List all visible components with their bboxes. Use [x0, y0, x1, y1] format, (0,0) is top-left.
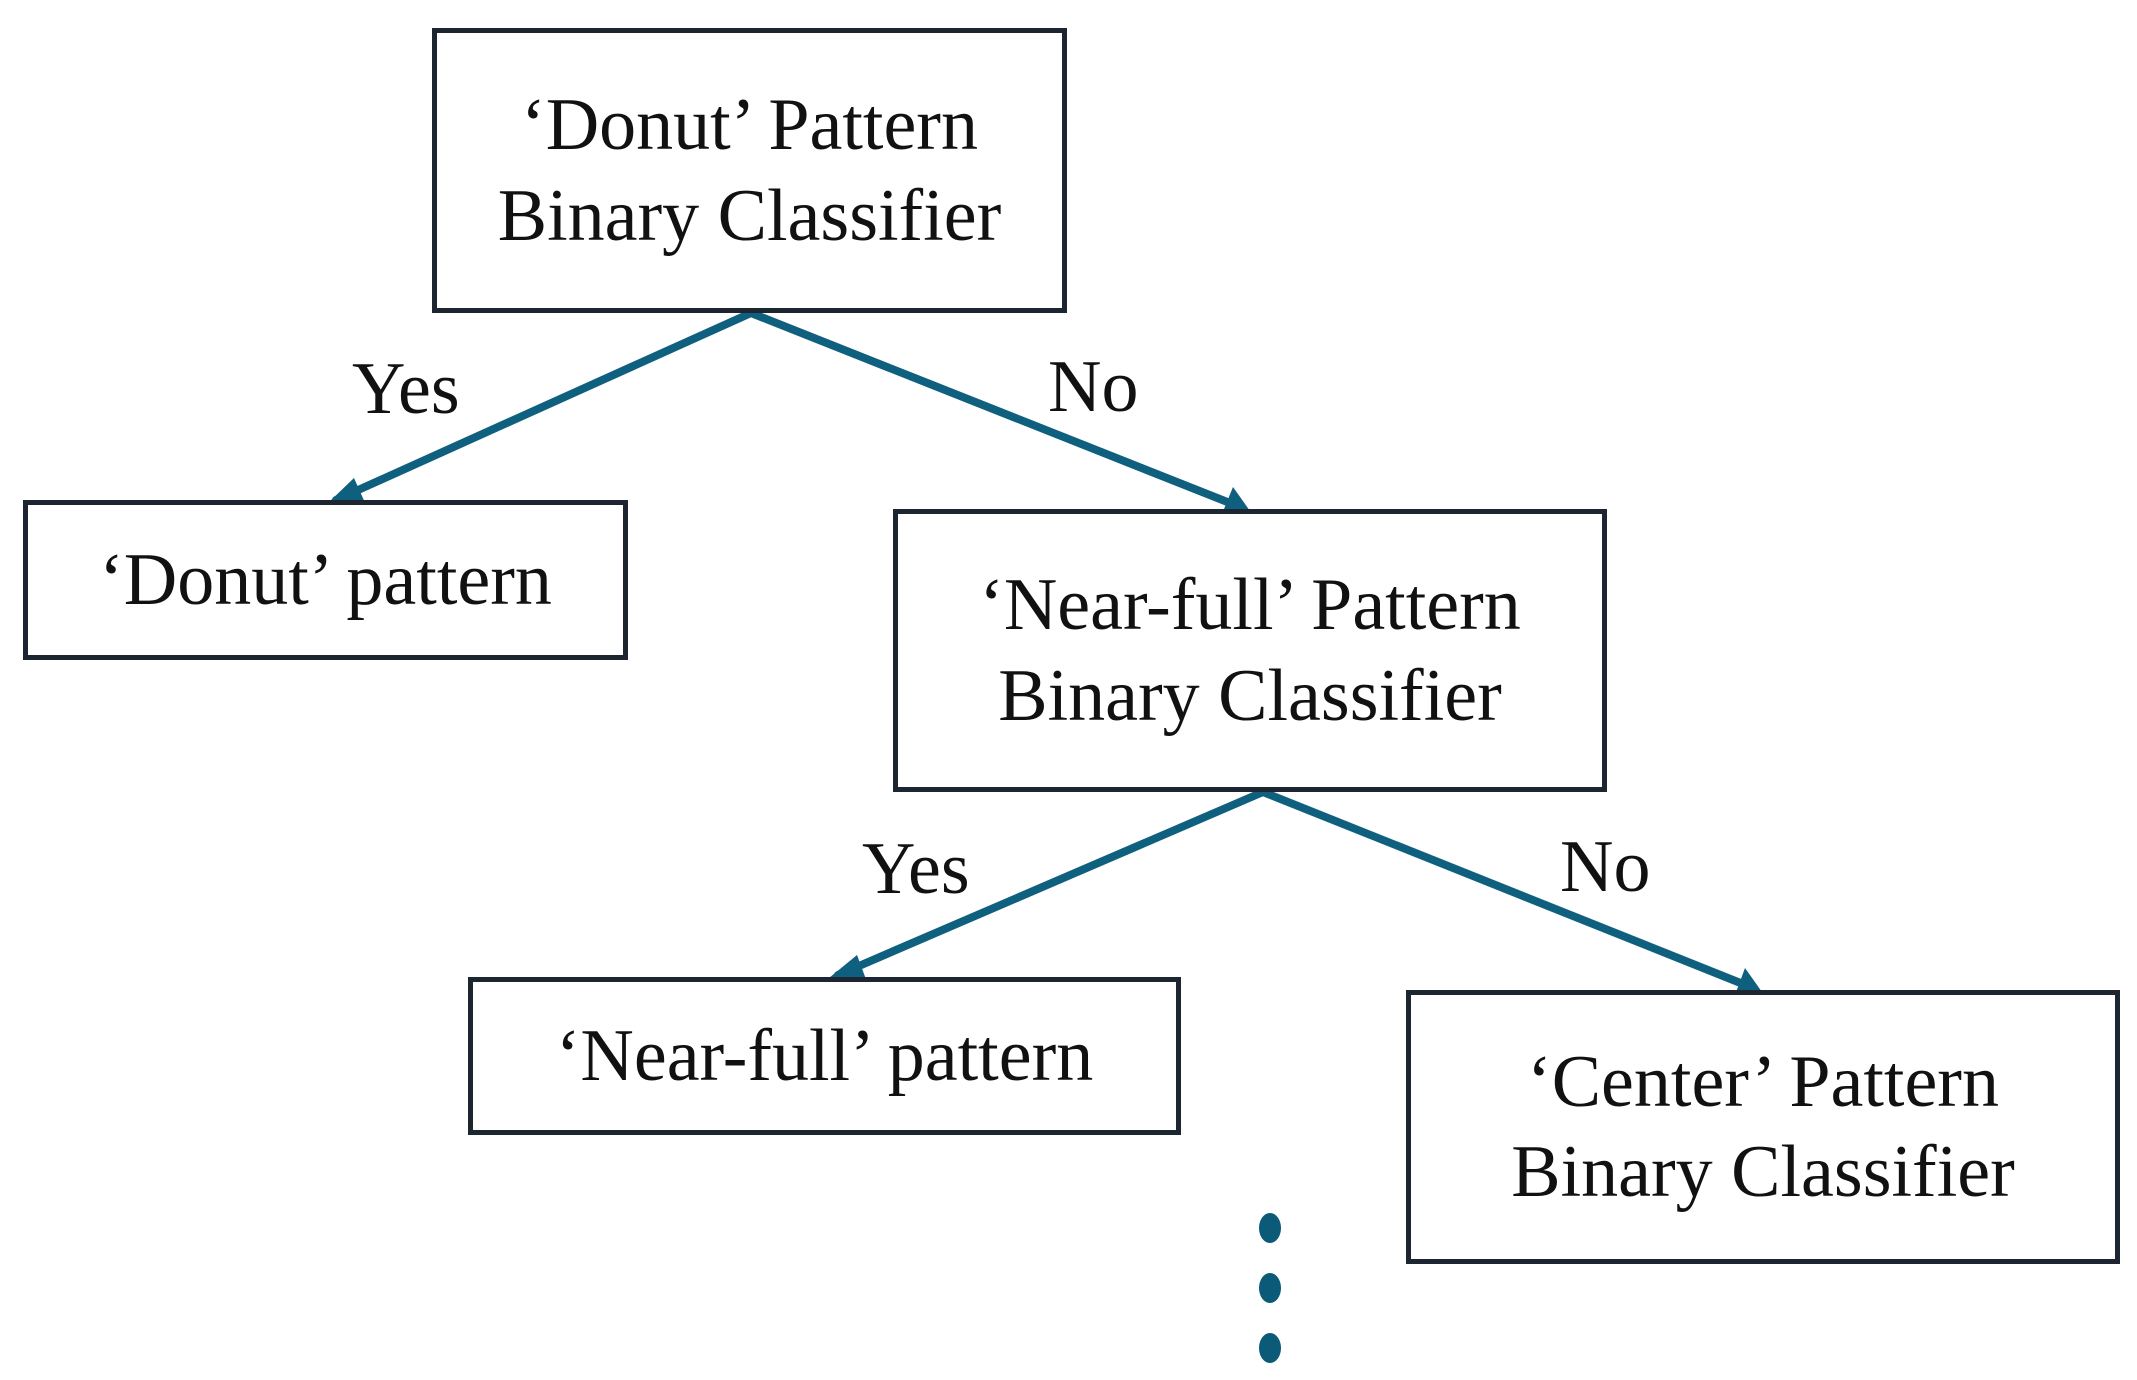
arrowhead-donut-no: [1222, 487, 1250, 514]
arrow-donut-yes: [332, 309, 755, 504]
edge-label-donut-yes: Yes: [352, 348, 460, 430]
ellipsis-dot-2: [1259, 1273, 1281, 1303]
center-classifier-box: ‘Center’ Pattern Binary Classifier: [1406, 990, 2120, 1264]
arrow-nearfull-yes: [834, 788, 1267, 979]
nearfull-classifier-box: ‘Near-full’ Pattern Binary Classifier: [893, 509, 1607, 792]
nearfull-classifier-line1: ‘Near-full’ Pattern: [979, 564, 1521, 647]
donut-classifier-line2: Binary Classifier: [497, 174, 1002, 257]
ellipsis-dot-1: [1259, 1213, 1281, 1243]
edge-label-nearfull-no: No: [1560, 826, 1651, 908]
center-classifier-line1: ‘Center’ Pattern: [1527, 1040, 1999, 1123]
arrowhead-nearfull-no: [1735, 968, 1762, 995]
nearfull-pattern-label: ‘Near-full’ pattern: [555, 1014, 1094, 1097]
donut-classifier-line1: ‘Donut’ Pattern: [521, 84, 978, 167]
arrow-nearfull-no: [1259, 788, 1757, 992]
donut-pattern-box: ‘Donut’ pattern: [23, 500, 628, 660]
nearfull-classifier-line2: Binary Classifier: [998, 654, 1502, 737]
nearfull-pattern-box: ‘Near-full’ pattern: [468, 977, 1181, 1135]
edge-label-donut-no: No: [1048, 346, 1139, 428]
donut-pattern-label: ‘Donut’ pattern: [99, 538, 552, 621]
center-classifier-line2: Binary Classifier: [1511, 1131, 2015, 1213]
donut-classifier-box: ‘Donut’ Pattern Binary Classifier: [432, 28, 1067, 313]
arrowhead-donut-yes: [328, 478, 366, 505]
ellipsis-dot-3: [1259, 1333, 1281, 1363]
edge-label-nearfull-yes: Yes: [862, 828, 970, 910]
continuation-ellipsis: [1259, 1213, 1281, 1363]
arrowhead-nearfull-yes: [829, 955, 867, 982]
arrow-donut-no: [747, 309, 1244, 511]
